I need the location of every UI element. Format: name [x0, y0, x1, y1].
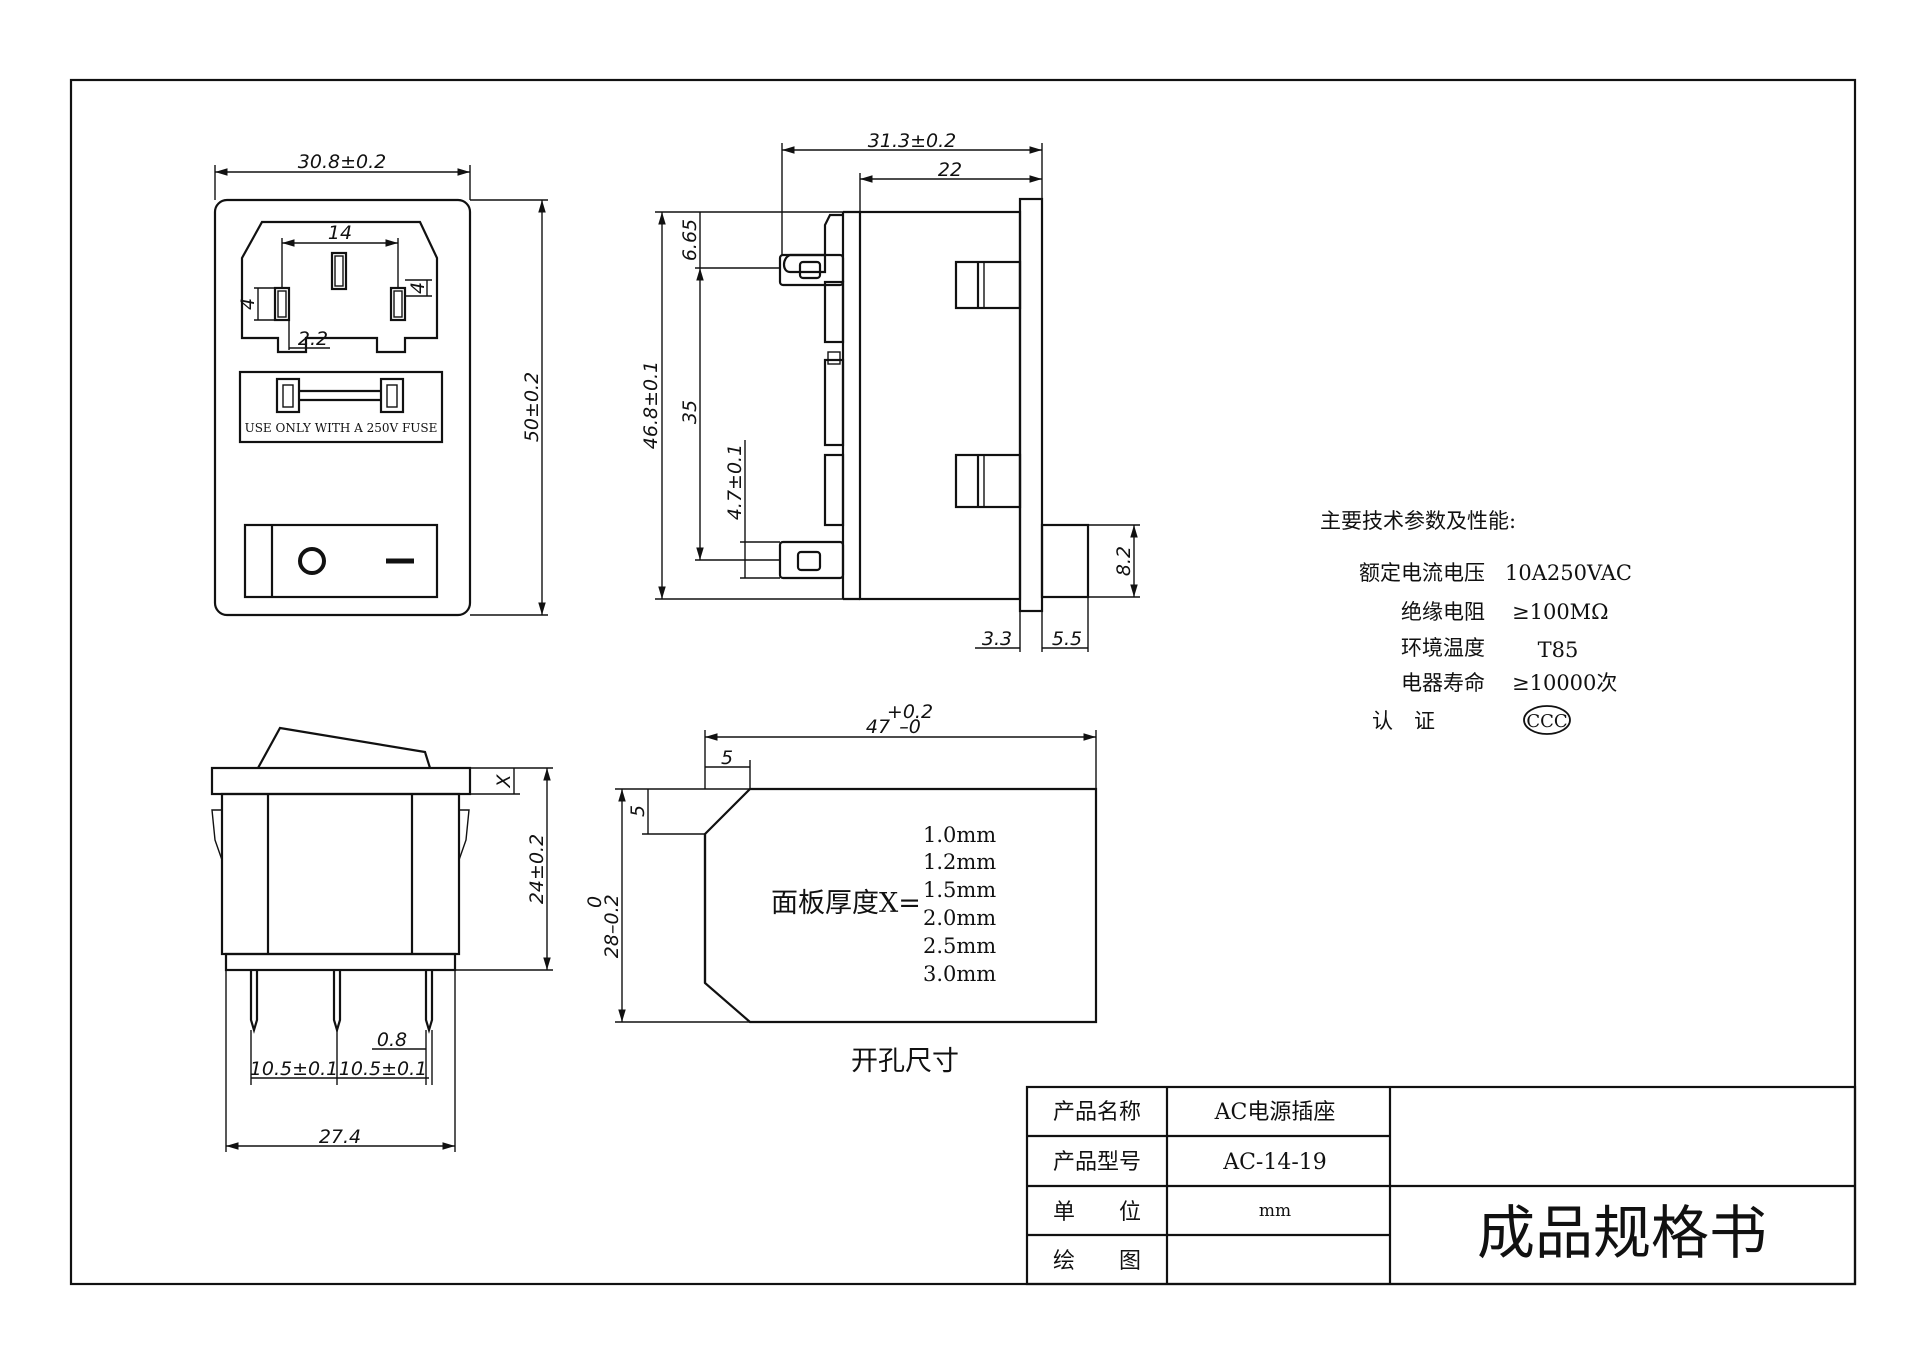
- dim-side-overall-depth: 31.3±0.2: [868, 130, 956, 152]
- bottom-view-dims: 24±0.2 X 0.8 10.5±0.1 10.5±0.1 27.4: [225, 767, 553, 1152]
- spec-value-life: ≥10000次: [1512, 671, 1617, 695]
- dim-pin-left-height: 4: [237, 298, 259, 310]
- spec-value-rated: 10A250VAC: [1505, 561, 1632, 585]
- dim-cutout-corner-y: 5: [627, 805, 649, 817]
- drawing-border: [69, 78, 1857, 1286]
- front-view-dims: 30.8±0.2 50±0.2 14 4 4 2.2: [214, 151, 548, 616]
- spec-title: 主要技术参数及性能:: [1320, 509, 1516, 533]
- spec-value-temperature: T85: [1538, 638, 1579, 662]
- dim-cutout-height-tol-plus: 0: [584, 896, 606, 908]
- dim-bottom-height: 24±0.2: [526, 834, 548, 904]
- side-view: [778, 197, 1090, 613]
- title-label-drawn: 绘 图: [1053, 1249, 1141, 1274]
- title-block: 产品名称 AC电源插座 产品型号 AC-14-19 单 位 mm 绘 图 成品规…: [1025, 1085, 1857, 1286]
- title-value-name: AC电源插座: [1214, 1100, 1336, 1125]
- cutout-thickness-option: 2.0mm: [923, 906, 996, 930]
- dim-cutout-height-base: 28: [601, 934, 623, 958]
- cutout-dims: 47 +0.2 –0 5 5 28 –0.2 0 面板厚度X= 1.0mm 1.…: [584, 701, 1097, 1077]
- spec-block: 主要技术参数及性能: 额定电流电压 10A250VAC 绝缘电阻 ≥100MΩ …: [1320, 509, 1632, 735]
- cutout-thickness-option: 1.0mm: [923, 823, 996, 847]
- cutout-thickness-option: 1.5mm: [923, 878, 996, 902]
- dim-front-height: 50±0.2: [521, 372, 543, 442]
- cutout-thickness-label: 面板厚度X=: [771, 888, 921, 919]
- title-value-model: AC-14-19: [1222, 1150, 1327, 1175]
- dim-side-height: 46.8±0.1: [640, 361, 662, 449]
- dim-cutout-width: 47: [866, 716, 890, 738]
- cutout-thickness-option: 2.5mm: [923, 934, 996, 958]
- dim-bottom-pitch-right: 10.5±0.1: [339, 1058, 427, 1080]
- title-label-unit: 单 位: [1053, 1200, 1141, 1225]
- dim-cutout-width-tol-plus: +0.2: [887, 701, 933, 723]
- dim-cutout-height-tol-minus: –0.2: [601, 894, 623, 934]
- title-label-name: 产品名称: [1053, 1100, 1141, 1125]
- spec-label-life: 电器寿命: [1401, 671, 1485, 695]
- spec-label-cert: 认 证: [1372, 709, 1435, 733]
- spec-label-insulation: 绝缘电阻: [1401, 600, 1485, 624]
- spec-label-temperature: 环境温度: [1401, 636, 1485, 660]
- side-view-dims: 31.3±0.2 22 46.8±0.1 6.65 35 4.7±0.1 3.3…: [640, 130, 1140, 652]
- dim-side-top-offset: 6.65: [679, 219, 701, 261]
- dim-bottom-pitch-left: 10.5±0.1: [250, 1058, 338, 1080]
- ccc-mark-icon: [1523, 705, 1571, 735]
- dim-front-width: 30.8±0.2: [298, 151, 386, 173]
- dim-side-terminal-span: 35: [679, 400, 701, 424]
- dim-pin-right-height: 4: [407, 282, 429, 294]
- dim-cutout-corner-x: 5: [721, 747, 733, 769]
- dim-side-bottom-offset: 4.7±0.1: [724, 444, 746, 520]
- cutout-thickness-option: 3.0mm: [923, 962, 996, 986]
- dim-pin-spacing: 14: [328, 222, 352, 244]
- dim-bottom-width: 27.4: [319, 1126, 361, 1148]
- dim-bottom-pin-width: 0.8: [377, 1029, 407, 1051]
- spec-value-insulation: ≥100MΩ: [1512, 600, 1609, 624]
- title-value-unit: mm: [1259, 1201, 1291, 1221]
- dim-cutout-width-tol-minus: –0: [899, 716, 921, 738]
- dim-side-switch-protrusion: 5.5: [1052, 628, 1082, 650]
- dim-side-switch-height: 8.2: [1113, 546, 1135, 576]
- dim-side-body-depth: 22: [938, 159, 962, 181]
- front-view: USE ONLY WITH A 250V FUSE: [213, 198, 472, 617]
- doc-title: 成品规格书: [1477, 1199, 1767, 1267]
- fuse-note: USE ONLY WITH A 250V FUSE: [245, 421, 438, 435]
- cutout-thickness-option: 1.2mm: [923, 850, 996, 874]
- title-label-model: 产品型号: [1053, 1150, 1141, 1175]
- spec-value-cert: CCC: [1526, 711, 1567, 732]
- dim-bottom-panel: X: [493, 774, 515, 789]
- dim-side-flange: 3.3: [982, 628, 1012, 650]
- dim-pin-offset: 2.2: [298, 328, 328, 350]
- cutout-caption: 开孔尺寸: [851, 1046, 959, 1077]
- spec-label-rated: 额定电流电压: [1359, 561, 1485, 585]
- bottom-view: [210, 726, 472, 1034]
